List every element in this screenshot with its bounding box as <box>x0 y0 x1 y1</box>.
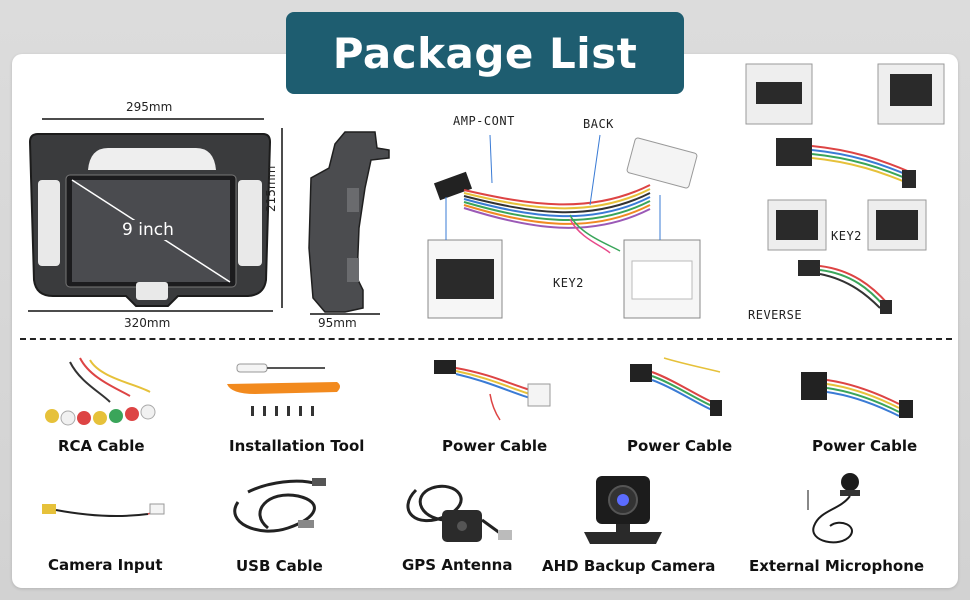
depth-label: 95mm <box>318 316 357 330</box>
item-label-camera-input: Camera Input <box>48 556 163 574</box>
power-cable-icon <box>434 360 551 421</box>
power-cable-icon <box>801 372 913 418</box>
reverse-label: REVERSE <box>748 308 803 322</box>
backup-camera-icon <box>584 476 662 544</box>
item-label-power-cable-2: Power Cable <box>627 437 733 455</box>
top-width-line <box>42 118 264 120</box>
item-label-backup-camera: AHD Backup Camera <box>542 557 716 575</box>
gps-antenna-icon <box>406 484 512 542</box>
item-label-power-cable-1: Power Cable <box>442 437 548 455</box>
rca-cable-icon <box>45 357 156 426</box>
bottom-width-line <box>28 310 273 312</box>
power-cable-icon <box>630 357 722 416</box>
key2-label-left: KEY2 <box>553 276 584 290</box>
adapter-harness-image <box>745 63 945 314</box>
item-label-power-cable-3: Power Cable <box>812 437 918 455</box>
microphone-icon <box>807 473 860 544</box>
depth-line <box>310 313 380 315</box>
height-line <box>281 128 283 308</box>
item-label-gps-antenna: GPS Antenna <box>402 556 513 574</box>
usb-cable-icon <box>233 478 326 533</box>
screen-size-label: 9 inch <box>118 220 178 240</box>
frame-side-view <box>308 131 390 313</box>
camera-input-icon <box>42 503 165 518</box>
wiring-harness-image <box>427 134 701 319</box>
item-label-installation-tool: Installation Tool <box>229 437 365 455</box>
section-divider <box>20 338 952 340</box>
amp-cont-label: AMP-CONT <box>453 114 515 128</box>
page-title: Package List <box>332 28 638 78</box>
key2-label-right: KEY2 <box>831 229 862 243</box>
title-banner: Package List <box>286 12 684 94</box>
item-label-usb-cable: USB Cable <box>236 557 323 575</box>
back-label: BACK <box>583 117 614 131</box>
installation-tool-icon <box>227 363 340 416</box>
top-width-label: 295mm <box>126 100 173 114</box>
height-label: 215mm <box>264 165 278 212</box>
bottom-width-label: 320mm <box>124 316 171 330</box>
item-label-external-microphone: External Microphone <box>749 557 925 575</box>
item-label-rca-cable: RCA Cable <box>58 437 145 455</box>
